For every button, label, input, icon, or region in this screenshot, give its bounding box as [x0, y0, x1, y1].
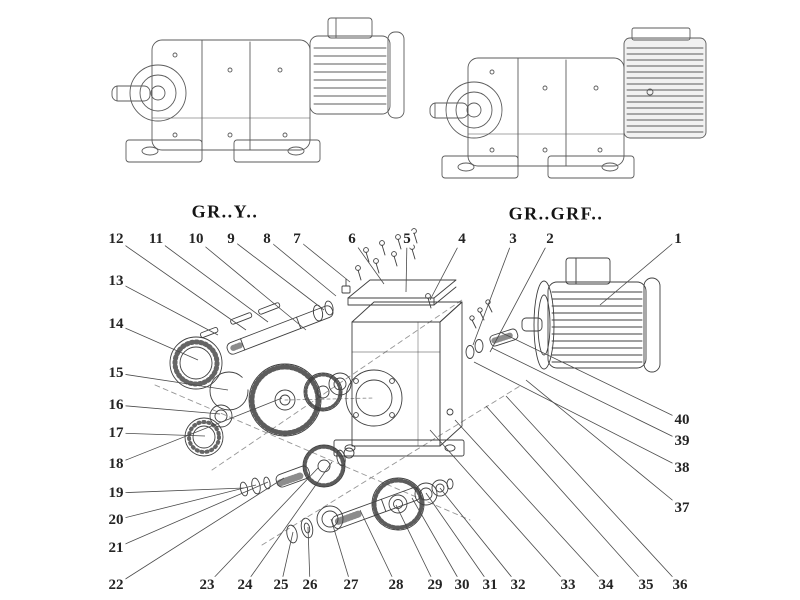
leader-line-34	[454, 419, 607, 586]
callout-2: 2	[544, 230, 556, 248]
callout-40: 40	[672, 411, 692, 429]
leader-lines	[115, 238, 683, 586]
exploded-output-shaft	[200, 300, 334, 355]
leader-line-33	[429, 429, 569, 586]
leader-line-22	[115, 477, 285, 586]
callout-26: 26	[300, 576, 320, 594]
leader-line-32	[439, 487, 519, 586]
leader-line-28	[359, 509, 397, 586]
callout-14: 14	[106, 315, 126, 333]
callout-17: 17	[106, 424, 126, 442]
leader-line-13	[115, 280, 219, 336]
callout-39: 39	[672, 432, 692, 450]
leader-line-31	[425, 492, 491, 586]
leader-line-1	[599, 238, 679, 306]
exploded-left-bearings	[169, 336, 249, 457]
leader-line-18	[115, 397, 283, 465]
leader-line-2	[489, 238, 551, 353]
callout-36: 36	[670, 576, 690, 594]
leader-line-39	[491, 347, 683, 442]
leader-line-5	[405, 238, 408, 293]
callout-28: 28	[386, 576, 406, 594]
callout-7: 7	[291, 230, 303, 248]
exploded-top-cover-and-bolts	[341, 228, 457, 309]
leader-line-10	[195, 238, 307, 331]
callout-30: 30	[452, 576, 472, 594]
leader-line-23	[206, 467, 319, 586]
callout-37: 37	[672, 499, 692, 517]
callout-21: 21	[106, 539, 126, 557]
leader-line-12	[115, 238, 247, 331]
callout-33: 33	[558, 576, 578, 594]
callout-23: 23	[197, 576, 217, 594]
variant-label-gr-grf: GR..GRF..	[508, 203, 604, 224]
callout-5: 5	[401, 230, 413, 248]
callout-16: 16	[106, 396, 126, 414]
callout-9: 9	[225, 230, 237, 248]
callout-32: 32	[508, 576, 528, 594]
leader-line-9	[230, 238, 325, 311]
leader-line-11	[155, 238, 269, 323]
callout-20: 20	[106, 511, 126, 529]
callout-34: 34	[596, 576, 616, 594]
leader-line-36	[505, 395, 681, 586]
leader-line-25	[280, 531, 294, 586]
variant-label-gr-y: GR..Y..	[191, 201, 259, 222]
callout-15: 15	[106, 364, 126, 382]
cover-bolts	[355, 228, 432, 309]
leader-line-30	[411, 497, 463, 586]
leader-line-40	[499, 331, 683, 421]
leader-line-17	[115, 432, 206, 437]
callout-6: 6	[346, 230, 358, 248]
callout-12: 12	[106, 230, 126, 248]
leader-line-38	[473, 361, 683, 469]
callout-11: 11	[146, 230, 166, 248]
leader-line-26	[307, 526, 311, 586]
callout-31: 31	[480, 576, 500, 594]
leader-line-8	[266, 238, 337, 297]
callout-19: 19	[106, 484, 126, 502]
assembled-gearmotor-foot-mount	[111, 17, 405, 163]
leader-line-4	[429, 238, 463, 301]
leader-line-14	[115, 323, 199, 361]
leader-line-19	[115, 487, 245, 494]
leader-line-27	[330, 518, 352, 586]
callout-25: 25	[271, 576, 291, 594]
leader-line-7	[296, 238, 351, 283]
callout-10: 10	[186, 230, 206, 248]
leader-line-16	[115, 404, 221, 415]
leader-line-24	[244, 461, 333, 586]
callout-1: 1	[672, 230, 684, 248]
callout-13: 13	[106, 272, 126, 290]
exploded-second-stage-shaft	[286, 477, 454, 544]
leader-line-29	[395, 504, 436, 586]
callout-3: 3	[507, 230, 519, 248]
leader-line-15	[115, 372, 229, 391]
assembled-gearmotor-flange-mount	[429, 27, 707, 179]
exploded-housing	[333, 301, 465, 457]
callout-35: 35	[636, 576, 656, 594]
exploded-first-stage-gear	[248, 363, 352, 437]
callout-4: 4	[456, 230, 468, 248]
callout-24: 24	[235, 576, 255, 594]
leader-line-21	[115, 481, 269, 549]
callout-22: 22	[106, 576, 126, 594]
exploded-motor	[521, 257, 661, 373]
leader-line-35	[485, 405, 647, 586]
callout-18: 18	[106, 455, 126, 473]
callout-29: 29	[425, 576, 445, 594]
callout-27: 27	[341, 576, 361, 594]
leader-line-3	[472, 238, 514, 346]
leader-line-20	[115, 484, 257, 521]
callout-38: 38	[672, 459, 692, 477]
callout-8: 8	[261, 230, 273, 248]
